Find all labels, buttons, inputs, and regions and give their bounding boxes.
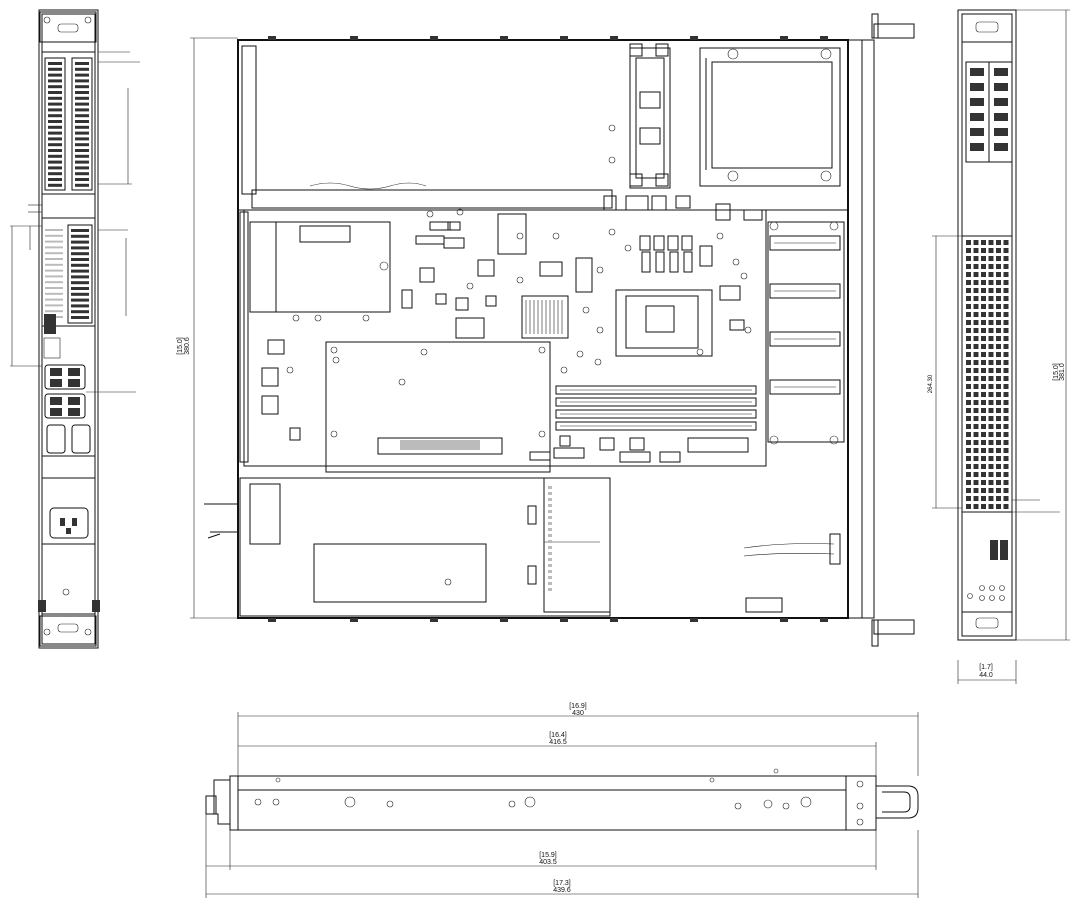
dimm-slots <box>555 385 757 431</box>
side-depth-lower-label: 381.0 <box>1059 363 1066 381</box>
vent-grid <box>966 240 1009 509</box>
top-depth-upper-label: [15.0] <box>177 337 184 355</box>
front-connector-pins <box>48 62 89 187</box>
overall-upper-label: [17.3] <box>553 880 571 887</box>
depth-lower-label: 403.5 <box>539 859 557 866</box>
height-upper-label: [1.7] <box>979 664 993 671</box>
height-lower-label: 44.0 <box>979 672 993 679</box>
side-view <box>205 712 919 898</box>
drive-cages <box>767 221 845 445</box>
width-lower-label: 430 <box>572 710 584 717</box>
inner-lower-label: 416.5 <box>549 739 567 746</box>
width-upper-label: [16.9] <box>569 703 587 710</box>
overall-lower-label: 439.6 <box>553 887 571 894</box>
vent-dimension-label: 264.30 <box>928 374 934 393</box>
inner-upper-label: [16.4] <box>549 732 567 739</box>
front-panel-view <box>10 9 140 649</box>
top-depth-lower-label: 380.6 <box>184 337 191 355</box>
rear-panel-view <box>932 9 1070 684</box>
depth-upper-label: [15.9] <box>539 852 557 859</box>
board-components <box>261 195 763 463</box>
side-depth-upper-label: [15.0] <box>1053 363 1060 381</box>
top-view-chassis <box>190 13 915 647</box>
dimension-labels: [16.9] 430 [16.4] 416.5 [15.9] 403.5 [17… <box>177 337 1066 894</box>
